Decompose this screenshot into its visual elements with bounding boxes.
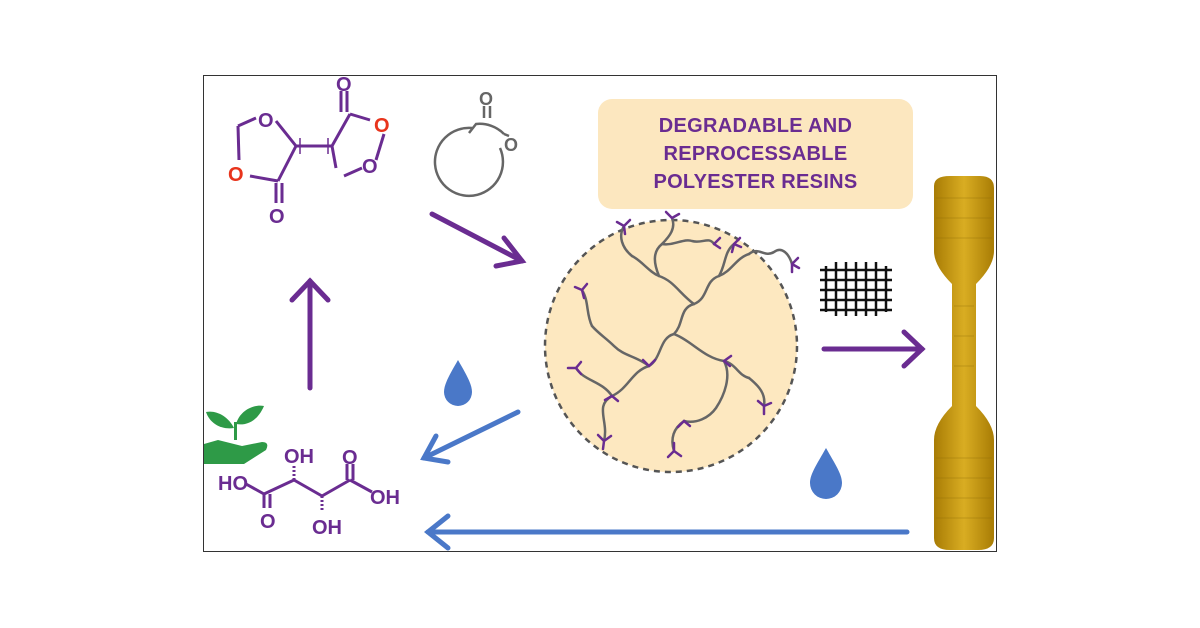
monomer-o-left: O (228, 164, 244, 186)
banner-line-1: DEGRADABLE AND (658, 115, 853, 137)
banner-line-2: REPROCESSABLE (663, 143, 848, 165)
water-drop-icon (810, 448, 842, 499)
arrow-up-to-monomer (289, 277, 331, 391)
tartaric-oh-right: OH (370, 487, 400, 509)
end-groups (566, 210, 801, 459)
dioxolanone-monomer (236, 91, 386, 203)
tartaric-oh-bottom: OH (312, 517, 342, 539)
tartaric-o-carbonyl-right: O (342, 447, 358, 469)
resin-network-circle (543, 218, 799, 474)
title-banner: DEGRADABLE AND REPROCESSABLE POLYESTER R… (598, 99, 913, 209)
grid-mesh-icon (820, 262, 892, 316)
sprout-in-hand-icon (204, 405, 268, 464)
monomer-o-bottom-right: O (362, 156, 378, 178)
monomer-o-carbonyl-bottom: O (269, 206, 285, 228)
tartaric-acid-structure (245, 464, 373, 512)
water-drop-icon (444, 360, 472, 406)
lactone-ring (433, 106, 510, 198)
figure-panel: O O O O O O O O (203, 75, 997, 552)
lactone-o-ring: O (504, 135, 518, 155)
dogbone-texture (936, 197, 992, 519)
arrow-degradation-network (420, 409, 521, 465)
arrow-degradation-specimen (423, 513, 910, 551)
banner-line-3: POLYESTER RESINS (653, 171, 858, 193)
tartaric-oh-top: OH (284, 446, 314, 468)
tartaric-ho-left: HO (218, 473, 248, 495)
dogbone-specimen-icon (934, 176, 994, 550)
arrow-to-specimen (821, 329, 926, 369)
monomer-o-right: O (374, 115, 390, 137)
tartaric-o-carbonyl-left: O (260, 511, 276, 533)
monomer-o-top-left: O (258, 110, 274, 132)
arrow-to-network (429, 211, 527, 269)
lactone-o-carbonyl: O (479, 89, 493, 109)
monomer-o-carbonyl-top: O (336, 76, 352, 96)
